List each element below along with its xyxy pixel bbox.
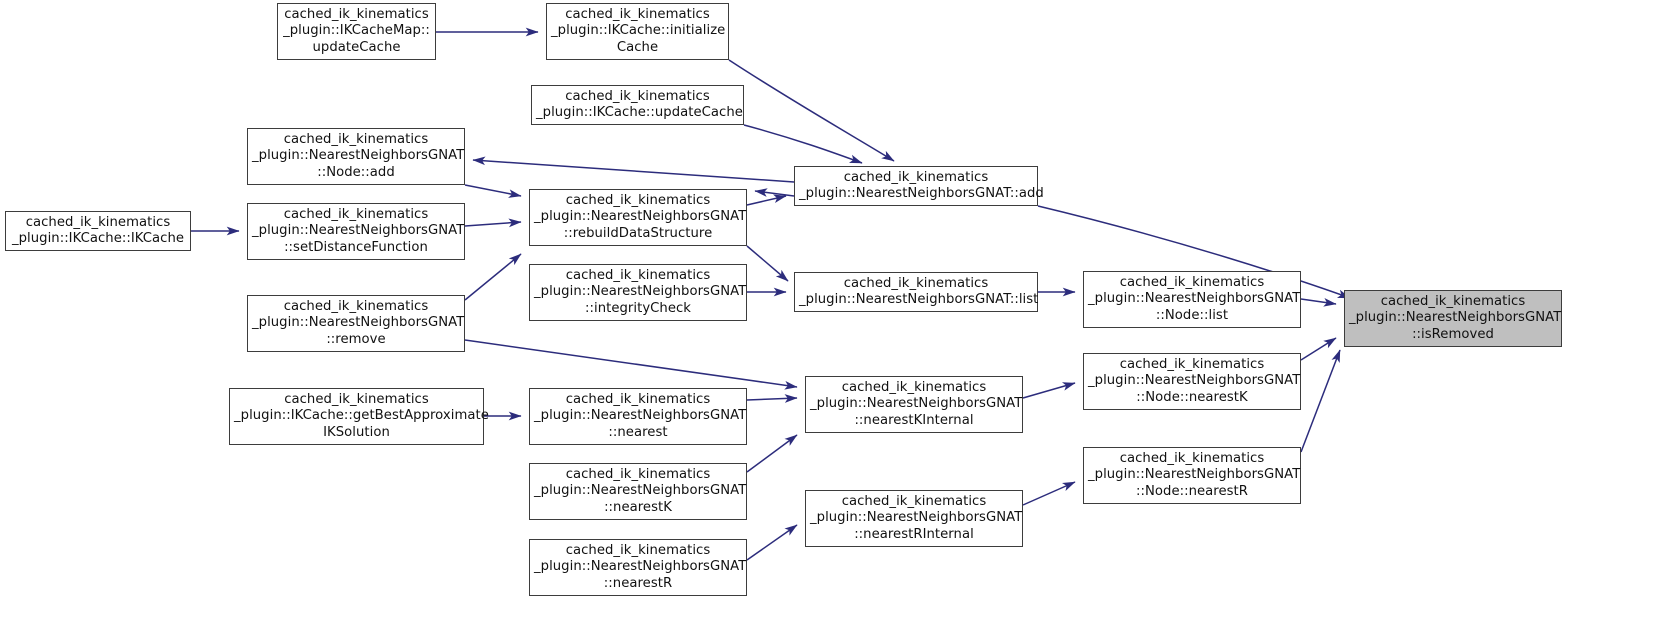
node-label: cached_ik_kinematics _plugin::NearestNei… [810, 379, 1023, 428]
node-label: cached_ik_kinematics _plugin::NearestNei… [534, 391, 747, 440]
node-gnat-nearest[interactable]: cached_ik_kinematics _plugin::NearestNei… [529, 388, 747, 445]
node-ikcache-getbestapproximateiksolution[interactable]: cached_ik_kinematics _plugin::IKCache::g… [229, 388, 489, 445]
edge-gnat-node-nearestk-to-gnat-isremoved [1300, 337, 1337, 361]
node-label: cached_ik_kinematics _plugin::NearestNei… [1349, 293, 1562, 342]
node-gnat-integritycheck[interactable]: cached_ik_kinematics _plugin::NearestNei… [529, 264, 747, 321]
edge-gnat-add-to-gnat-isremoved [1037, 205, 1351, 299]
node-label: cached_ik_kinematics _plugin::NearestNei… [799, 275, 1039, 307]
node-gnat-nearestk[interactable]: cached_ik_kinematics _plugin::NearestNei… [529, 463, 747, 520]
node-gnat-node-list[interactable]: cached_ik_kinematics _plugin::NearestNei… [1083, 271, 1301, 328]
node-ikcache-updatecache[interactable]: cached_ik_kinematics _plugin::IKCache::u… [531, 85, 744, 125]
node-label: cached_ik_kinematics _plugin::NearestNei… [1088, 274, 1301, 323]
edge-gnat-nearestk-to-gnat-nearestkinternal [746, 434, 798, 473]
node-label: cached_ik_kinematics _plugin::NearestNei… [534, 466, 747, 515]
edge-gnat-node-list-to-gnat-isremoved [1300, 297, 1337, 307]
node-gnat-setdistancefunction[interactable]: cached_ik_kinematics _plugin::NearestNei… [247, 203, 465, 260]
node-gnat-node-add[interactable]: cached_ik_kinematics _plugin::NearestNei… [247, 128, 465, 185]
edge-gnat-setdistancefunction-to-gnat-rebuilddatastructure [464, 218, 522, 228]
node-gnat-nearestrinternal[interactable]: cached_ik_kinematics _plugin::NearestNei… [805, 490, 1023, 547]
edge-ikcache-initializecache-to-gnat-add [728, 59, 895, 162]
edge-gnat-nearestrinternal-to-gnat-node-nearestr [1022, 481, 1076, 506]
node-gnat-node-nearestk[interactable]: cached_ik_kinematics _plugin::NearestNei… [1083, 353, 1301, 410]
edge-gnat-add-to-gnat-node-add [472, 156, 795, 183]
node-label: cached_ik_kinematics _plugin::NearestNei… [534, 192, 747, 241]
node-gnat-nearestkinternal[interactable]: cached_ik_kinematics _plugin::NearestNei… [805, 376, 1023, 433]
node-label: cached_ik_kinematics _plugin::NearestNei… [252, 206, 465, 255]
node-label: cached_ik_kinematics _plugin::IKCache::i… [551, 6, 726, 55]
edge-gnat-rebuilddatastructure-to-gnat-add [746, 194, 787, 206]
node-gnat-nearestr[interactable]: cached_ik_kinematics _plugin::NearestNei… [529, 539, 747, 596]
node-label: cached_ik_kinematics _plugin::NearestNei… [252, 298, 465, 347]
node-ikcache-ikcache[interactable]: cached_ik_kinematics _plugin::IKCache::I… [5, 211, 191, 251]
node-gnat-list[interactable]: cached_ik_kinematics _plugin::NearestNei… [794, 272, 1038, 312]
node-gnat-rebuilddatastructure[interactable]: cached_ik_kinematics _plugin::NearestNei… [529, 189, 747, 246]
node-label: cached_ik_kinematics _plugin::IKCache::u… [536, 88, 743, 120]
node-label: cached_ik_kinematics _plugin::NearestNei… [534, 267, 747, 316]
node-label: cached_ik_kinematics _plugin::NearestNei… [1088, 356, 1301, 405]
edge-gnat-nearestkinternal-to-gnat-node-nearestk [1022, 382, 1076, 399]
node-label: cached_ik_kinematics _plugin::IKCache::g… [234, 391, 489, 440]
node-gnat-isremoved[interactable]: cached_ik_kinematics _plugin::NearestNei… [1344, 290, 1562, 347]
edge-ikcache-updatecache-to-gnat-add [743, 124, 863, 164]
edge-gnat-node-nearestr-to-gnat-isremoved [1300, 349, 1341, 453]
edge-gnat-nearestr-to-gnat-nearestrinternal [746, 524, 798, 561]
node-label: cached_ik_kinematics _plugin::NearestNei… [534, 542, 747, 591]
node-gnat-node-nearestr[interactable]: cached_ik_kinematics _plugin::NearestNei… [1083, 447, 1301, 504]
edges [191, 27, 1351, 561]
edge-gnat-node-add-to-gnat-rebuilddatastructure [464, 184, 522, 198]
node-label: cached_ik_kinematics _plugin::IKCacheMap… [283, 6, 430, 55]
edge-gnat-remove-to-gnat-rebuilddatastructure [464, 253, 522, 301]
node-label: cached_ik_kinematics _plugin::NearestNei… [799, 169, 1044, 201]
node-gnat-add[interactable]: cached_ik_kinematics _plugin::NearestNei… [794, 166, 1044, 206]
edge-gnat-rebuilddatastructure-to-gnat-list [746, 245, 789, 282]
edge-gnat-add-to-gnat-rebuilddatastructure [754, 188, 795, 197]
edge-gnat-remove-to-gnat-nearestkinternal [464, 339, 798, 390]
node-gnat-remove[interactable]: cached_ik_kinematics _plugin::NearestNei… [247, 295, 465, 352]
node-label: cached_ik_kinematics _plugin::IKCache::I… [11, 214, 185, 246]
node-label: cached_ik_kinematics _plugin::NearestNei… [252, 131, 465, 180]
node-ikcache-initializecache[interactable]: cached_ik_kinematics _plugin::IKCache::i… [546, 3, 729, 60]
edge-gnat-nearest-to-gnat-nearestkinternal [746, 394, 798, 403]
node-label: cached_ik_kinematics _plugin::NearestNei… [1088, 450, 1301, 499]
node-ikcachemap-updatecache[interactable]: cached_ik_kinematics _plugin::IKCacheMap… [277, 3, 436, 60]
node-label: cached_ik_kinematics _plugin::NearestNei… [810, 493, 1023, 542]
